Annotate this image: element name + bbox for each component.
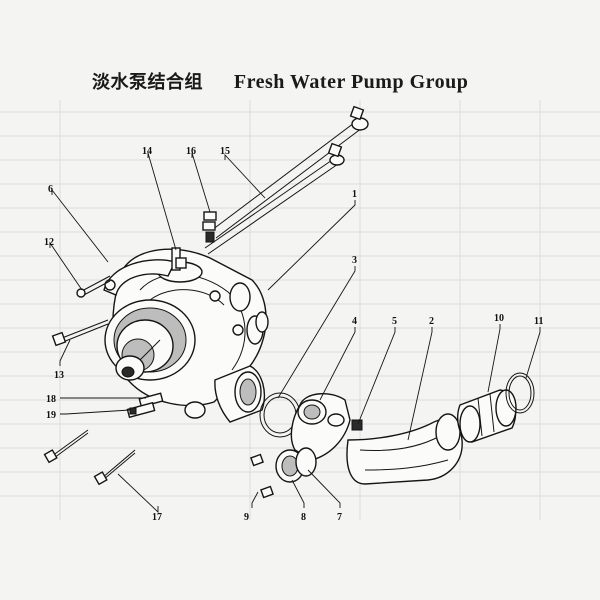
callout-4: 4 — [352, 316, 357, 327]
callout-3: 3 — [352, 255, 357, 266]
callout-13: 13 — [54, 370, 64, 381]
callout-15: 15 — [220, 146, 230, 157]
callout-17: 17 — [152, 512, 162, 523]
title-english: Fresh Water Pump Group — [233, 71, 469, 93]
title-chinese: 淡水泵结合组 — [92, 72, 203, 93]
callout-12: 12 — [44, 237, 54, 248]
part-11-ring — [505, 372, 535, 414]
callout-9: 9 — [244, 512, 249, 523]
part-17-studs — [43, 429, 136, 486]
part-15-pipe — [204, 105, 369, 255]
part-13-bolt — [51, 319, 109, 347]
callout-16: 16 — [186, 146, 196, 157]
callout-7: 7 — [337, 512, 342, 523]
part-10-coupling — [456, 389, 517, 443]
callout-1: 1 — [352, 189, 357, 200]
callout-18: 18 — [46, 394, 56, 405]
part-5-fitting — [351, 419, 363, 431]
part-16-fitting — [202, 211, 217, 243]
diagram-title: 淡水泵结合组 Fresh Water Pump Group — [92, 68, 468, 94]
callout-8: 8 — [301, 512, 306, 523]
callout-labels: 1 2 3 4 5 6 7 8 9 10 11 12 13 14 15 16 1… — [44, 146, 543, 523]
callout-6: 6 — [48, 184, 53, 195]
part-4-elbow-housing — [290, 393, 351, 461]
part-2-hose — [346, 413, 463, 485]
callout-5: 5 — [392, 316, 397, 327]
part-14-stud — [171, 247, 187, 271]
callout-19: 19 — [46, 410, 56, 421]
callout-10: 10 — [494, 313, 504, 324]
callout-2: 2 — [429, 316, 434, 327]
pump-front-face — [104, 299, 196, 381]
callout-11: 11 — [534, 316, 543, 327]
leader-lines — [49, 152, 541, 514]
callout-14: 14 — [142, 146, 152, 157]
part-19-fitting — [126, 401, 156, 419]
part-7-flange — [295, 447, 317, 477]
part-9-bolts — [250, 453, 274, 499]
